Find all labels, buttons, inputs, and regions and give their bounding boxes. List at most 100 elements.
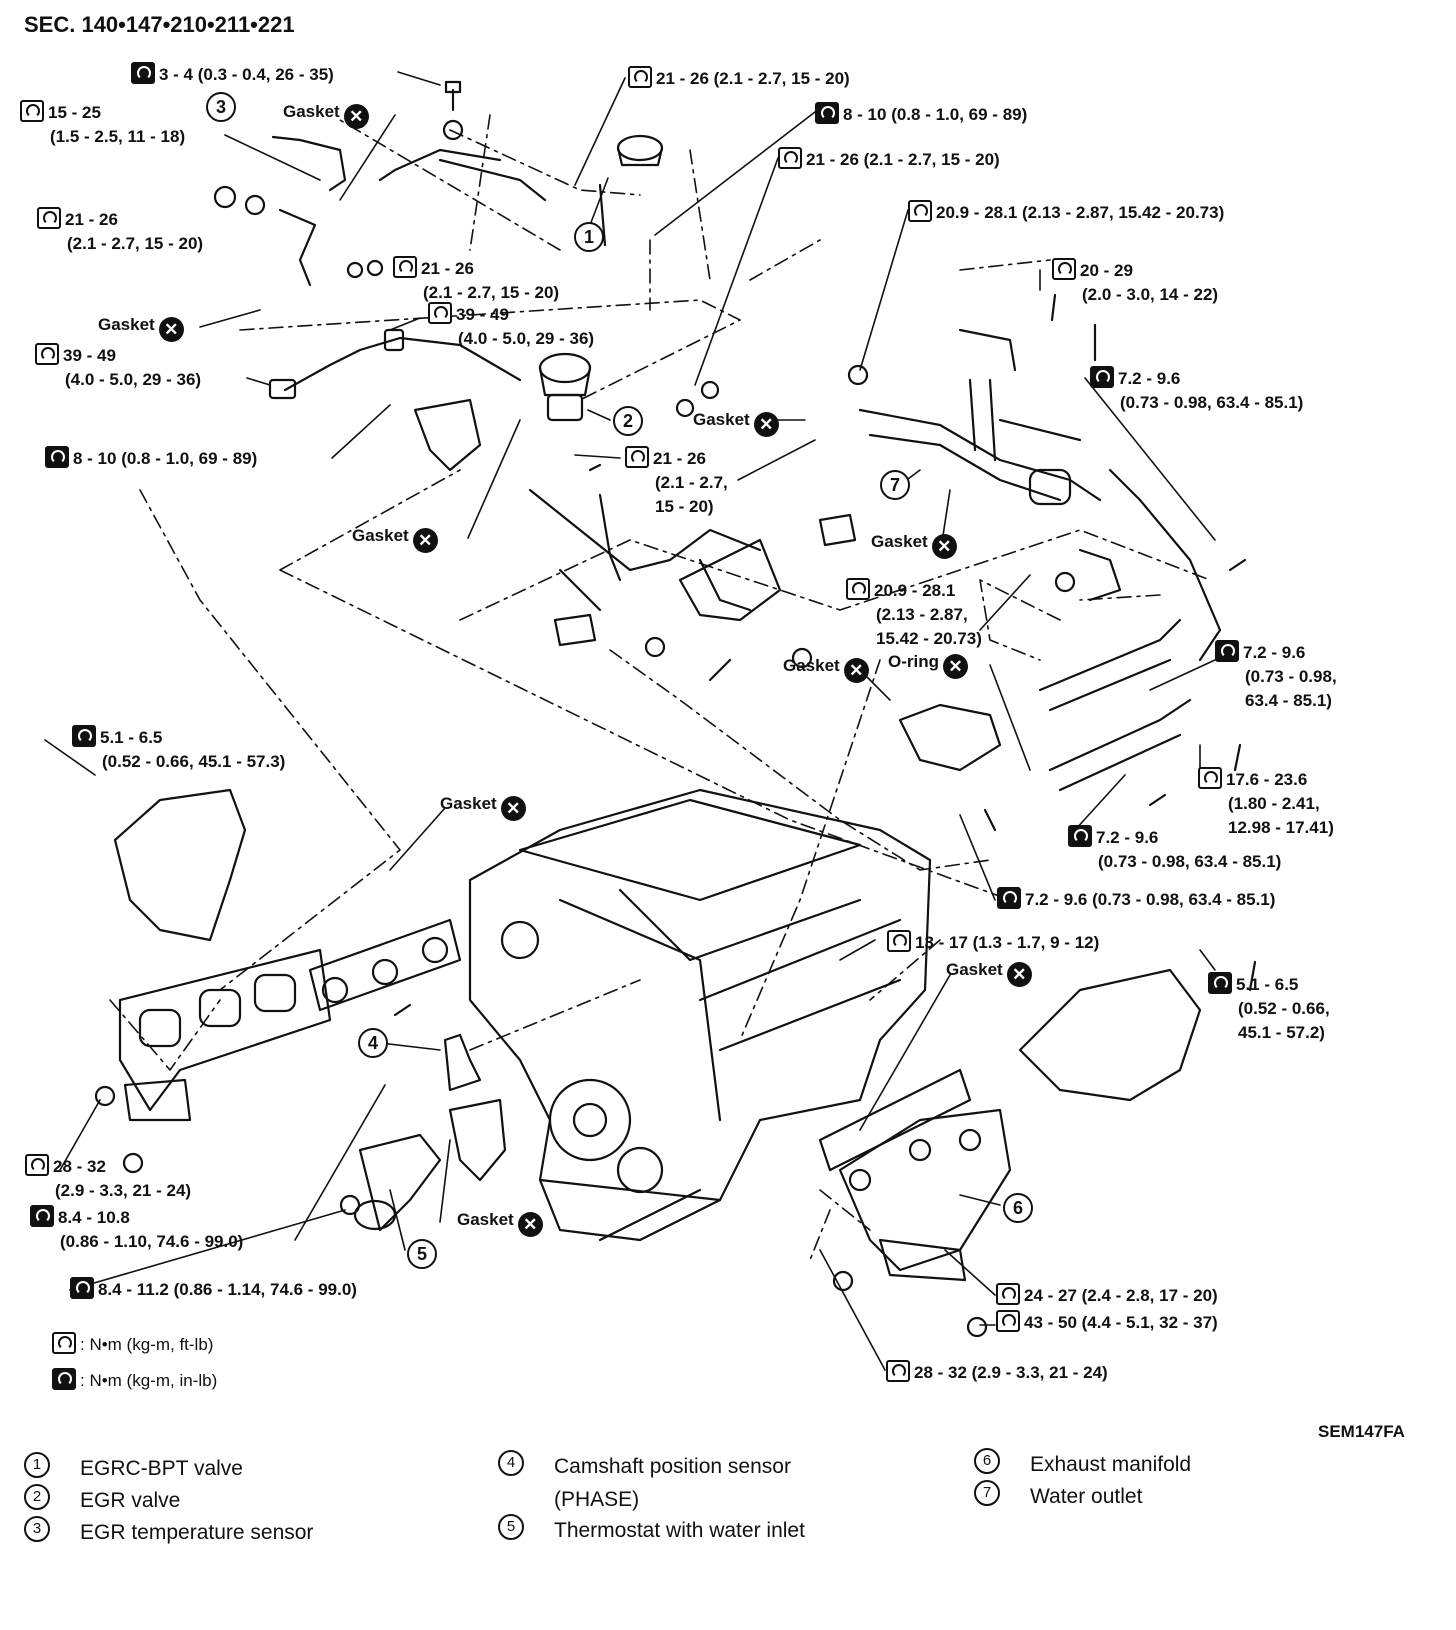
torque-ftlb-icon [908, 200, 932, 222]
torque-label: 8.4 - 11.2 (0.86 - 1.14, 74.6 - 99.0) [70, 1277, 357, 1302]
torque-inlb-icon [70, 1277, 94, 1299]
torque-value: (4.0 - 5.0, 29 - 36) [65, 370, 202, 389]
torque-value: 5.1 - 6.5 [100, 728, 163, 747]
torque-value: 8.4 - 11.2 (0.86 - 1.14, 74.6 - 99.0) [98, 1280, 357, 1299]
gasket-label: Gasket✕ [98, 313, 184, 342]
torque-inlb-icon [45, 446, 69, 468]
torque-ftlb-icon [20, 100, 44, 122]
torque-value: (2.13 - 2.87, [876, 605, 968, 624]
torque-value: 45.1 - 57.2) [1238, 1023, 1325, 1042]
torque-value: (2.1 - 2.7, 15 - 20) [423, 283, 560, 302]
thermostat-pipe [898, 703, 1002, 772]
egr-temp-sensor [271, 135, 347, 192]
replace-icon: ✕ [500, 796, 526, 821]
gasket-label: Gasket✕ [440, 792, 526, 821]
replace-icon: ✕ [943, 654, 968, 679]
torque-value: 3 - 4 (0.3 - 0.4, 26 - 35) [159, 65, 334, 84]
torque-value: 7.2 - 9.6 (0.73 - 0.98, 63.4 - 85.1) [1025, 890, 1276, 909]
torque-value: (2.0 - 3.0, 14 - 22) [1082, 285, 1219, 304]
torque-value: 8 - 10 (0.8 - 1.0, 69 - 89) [73, 449, 258, 468]
torque-inlb-icon [30, 1205, 54, 1227]
torque-inlb-icon [1068, 825, 1092, 847]
torque-label: 8 - 10 (0.8 - 1.0, 69 - 89) [815, 102, 1027, 127]
left-exhaust-manifold [118, 948, 332, 1122]
torque-value: 28 - 32 [53, 1157, 106, 1176]
callout-7: 7 [880, 470, 910, 500]
torque-ftlb-icon [996, 1310, 1020, 1332]
torque-value: 21 - 26 [421, 259, 474, 278]
torque-value: (2.9 - 3.3, 21 - 24) [55, 1181, 192, 1200]
torque-value: 43 - 50 (4.4 - 5.1, 32 - 37) [1024, 1313, 1218, 1332]
torque-label: 8 - 10 (0.8 - 1.0, 69 - 89) [45, 446, 257, 471]
torque-value: 12.98 - 17.41) [1228, 818, 1334, 837]
torque-value: (0.86 - 1.10, 74.6 - 99.0) [60, 1232, 244, 1251]
unit-key-inlb: : N•m (kg-m, in-lb) [52, 1368, 217, 1393]
callout-3: 3 [206, 92, 236, 122]
torque-ftlb-icon [1198, 767, 1222, 789]
torque-value: 7.2 - 9.6 [1243, 643, 1306, 662]
torque-ftlb-icon [52, 1332, 76, 1354]
gasket-label: Gasket✕ [693, 408, 779, 437]
torque-label: 24 - 27 (2.4 - 2.8, 17 - 20) [996, 1283, 1218, 1308]
torque-value: (2.1 - 2.7, [655, 473, 728, 492]
replace-icon: ✕ [843, 658, 869, 683]
leader-lines [44, 71, 1216, 1371]
thermostat-housing [353, 1098, 507, 1232]
egrc-bpt-valve [616, 134, 664, 167]
torque-inlb-icon [72, 725, 96, 747]
gasket-label: Gasket✕ [352, 524, 438, 553]
gasket-label: Gasket✕ [283, 100, 369, 129]
egr-pipe-lower [278, 208, 317, 287]
torque-label: 21 - 26 (2.1 - 2.7, 15 - 20) [778, 147, 1000, 172]
assembly-guide-lines [109, 114, 1211, 1261]
torque-value: 13 - 17 (1.3 - 1.7, 9 - 12) [915, 933, 1100, 952]
torque-inlb-icon [1215, 640, 1239, 662]
torque-value: 20.9 - 28.1 [874, 581, 956, 600]
torque-label: 20.9 - 28.1 (2.13 - 2.87, 15.42 - 20.73) [908, 200, 1224, 225]
torque-value: 39 - 49 [456, 305, 509, 324]
torque-ftlb-icon [428, 302, 452, 324]
torque-label: 7.2 - 9.6(0.73 - 0.98, 63.4 - 85.1) [1090, 366, 1303, 415]
torque-label: 21 - 26 (2.1 - 2.7, 15 - 20) [625, 446, 728, 519]
replace-icon: ✕ [517, 1212, 543, 1237]
torque-value: 15 - 20) [655, 497, 714, 516]
section-title: SEC. 140•147•210•211•221 [24, 12, 295, 37]
egr-tube-nut [383, 328, 405, 352]
torque-label: 7.2 - 9.6(0.73 - 0.98, 63.4 - 85.1) [1068, 825, 1281, 874]
torque-ftlb-icon [996, 1283, 1020, 1305]
torque-inlb-icon [1090, 366, 1114, 388]
torque-value: 7.2 - 9.6 [1096, 828, 1159, 847]
right-exhaust-gasket [818, 1068, 972, 1172]
egr-valve [538, 352, 592, 422]
camshaft-sensor-body [443, 1033, 482, 1092]
torque-label: 8.4 - 10.8 (0.86 - 1.10, 74.6 - 99.0) [30, 1205, 243, 1254]
torque-label: 3 - 4 (0.3 - 0.4, 26 - 35) [131, 62, 334, 87]
callout-5: 5 [407, 1239, 437, 1269]
torque-ftlb-icon [628, 66, 652, 88]
unit-key-ftlb: : N•m (kg-m, ft-lb) [52, 1332, 213, 1357]
torque-value: (0.52 - 0.66, [1238, 999, 1330, 1018]
torque-value: 20.9 - 28.1 (2.13 - 2.87, 15.42 - 20.73) [936, 203, 1225, 222]
water-pipe-upper [1038, 618, 1182, 712]
torque-label: 5.1 - 6.5 (0.52 - 0.66, 45.1 - 57.3) [72, 725, 285, 774]
egr-pipe-top [378, 148, 547, 202]
engine-block [468, 788, 932, 1242]
torque-inlb-icon [1208, 972, 1232, 994]
torque-ftlb-icon [846, 578, 870, 600]
torque-label: 7.2 - 9.6 (0.73 - 0.98, 63.4 - 85.1) [997, 887, 1275, 912]
torque-value: 21 - 26 [653, 449, 706, 468]
water-hose-2 [998, 418, 1082, 442]
torque-value: 8.4 - 10.8 [58, 1208, 130, 1227]
torque-label: 13 - 17 (1.3 - 1.7, 9 - 12) [887, 930, 1099, 955]
egr-tube-fitting [268, 378, 297, 400]
egr-bracket [413, 398, 482, 472]
torque-ftlb-icon [778, 147, 802, 169]
water-outlet [858, 378, 1102, 506]
torque-value: (0.52 - 0.66, 45.1 - 57.3) [102, 752, 286, 771]
torque-label: 28 - 32 (2.9 - 3.3, 21 - 24) [886, 1360, 1108, 1385]
